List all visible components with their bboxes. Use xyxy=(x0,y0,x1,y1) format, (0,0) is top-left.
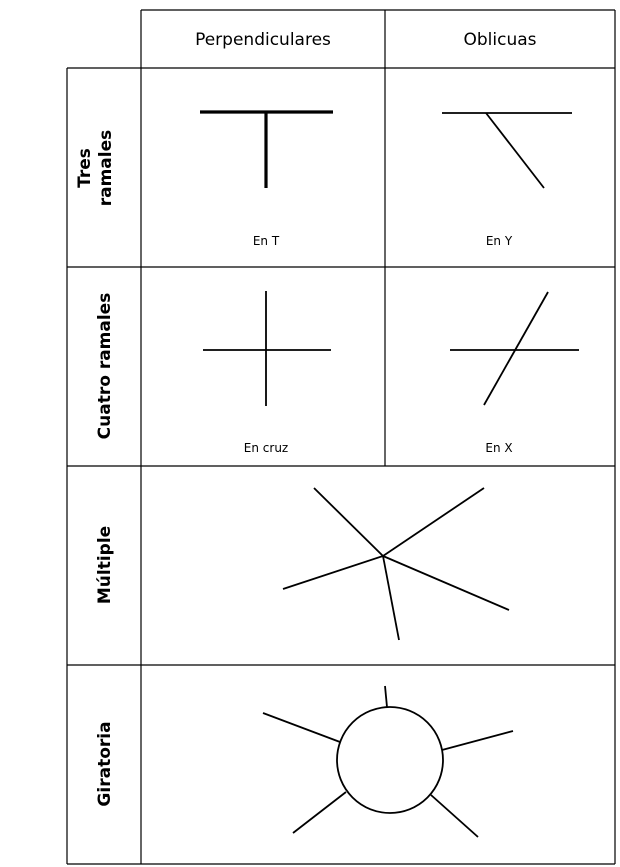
x-junction-caption: En X xyxy=(485,441,512,455)
row-label-three-branch-line2: ramales xyxy=(96,130,116,207)
row-label-multiple: Múltiple xyxy=(95,526,115,604)
t-junction-diagram xyxy=(200,110,333,188)
row-label-three-branch-line1: Tres xyxy=(75,148,95,188)
cross-junction-caption: En cruz xyxy=(244,441,288,455)
multiple-junction-diagram xyxy=(282,487,510,641)
column-header-oblique: Oblicuas xyxy=(463,30,536,50)
row-label-roundabout: Giratoria xyxy=(95,721,115,806)
x-junction-diagram xyxy=(450,291,579,406)
table-grid xyxy=(66,9,616,865)
row-label-four-branch: Cuatro ramales xyxy=(95,293,115,440)
column-header-perpendicular: Perpendiculares xyxy=(195,30,331,50)
y-junction-diagram xyxy=(442,112,572,189)
cross-junction-diagram xyxy=(203,291,331,406)
y-junction-caption: En Y xyxy=(486,234,513,248)
roundabout-diagram xyxy=(262,685,514,838)
t-junction-caption: En T xyxy=(253,234,280,248)
